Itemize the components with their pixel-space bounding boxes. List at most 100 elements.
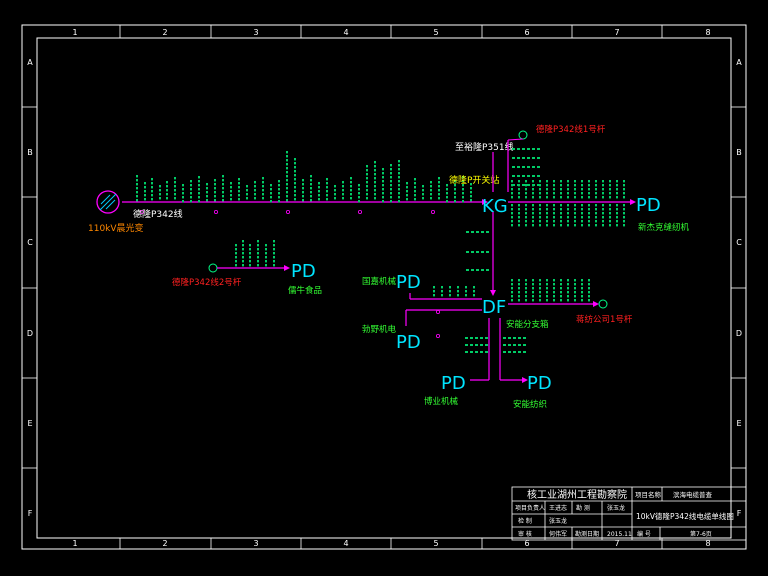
- grid-col-label-top: 5: [433, 28, 438, 37]
- kg-df-pole-marker: [481, 251, 484, 253]
- main-bus-pole-marker: [214, 183, 216, 186]
- right-bus-pole-marker: [560, 220, 562, 223]
- main-bus-pole-marker: [390, 164, 392, 167]
- right-bus-pole-marker: [525, 184, 527, 187]
- kg-label: KG: [482, 196, 508, 217]
- right-bus-pole-marker: [553, 180, 555, 183]
- main-bus-pole-marker: [222, 199, 224, 202]
- df-left-pole-marker: [449, 286, 451, 289]
- right-bus-pole-marker: [546, 208, 548, 211]
- main-bus-pole-marker: [198, 184, 200, 187]
- right-bus-pole-marker: [602, 204, 604, 207]
- branch1-pole-marker: [537, 166, 540, 168]
- main-bus-pole-marker: [206, 183, 208, 186]
- right-bus-pole-marker: [588, 192, 590, 195]
- main-bus-pole-marker: [342, 185, 344, 188]
- right-bus-pole-marker: [532, 204, 534, 207]
- branch2-pole-marker: [235, 256, 237, 259]
- main-bus-pole-marker: [406, 186, 408, 189]
- right-bus-pole-marker: [511, 184, 513, 187]
- main-bus-pole-marker: [310, 187, 312, 190]
- main-bus-pole-marker: [390, 196, 392, 199]
- main-bus-pole-marker: [136, 187, 138, 190]
- main-bus-pole-marker: [166, 189, 168, 192]
- main-bus-pole-marker: [454, 200, 456, 203]
- branch2-pole-marker: [235, 264, 237, 267]
- df-right-pole-marker: [546, 279, 548, 282]
- main-bus-pole-marker: [454, 192, 456, 195]
- right-bus-pole-marker: [581, 212, 583, 215]
- right-bus-pole-marker: [602, 224, 604, 227]
- right-bus-pole-marker: [581, 184, 583, 187]
- right-bus-pole-marker: [511, 224, 513, 227]
- main-bus-pole-marker: [286, 159, 288, 162]
- main-bus-pole-marker: [238, 186, 240, 189]
- right-bus-pole-marker: [609, 180, 611, 183]
- branch2-pole-marker: [242, 248, 244, 251]
- main-bus-pole-marker: [374, 169, 376, 172]
- branch2-pole-marker: [265, 248, 267, 251]
- df-left-pole-marker: [457, 286, 459, 289]
- kg-df-pole-marker: [476, 231, 479, 233]
- right-bus-pole-marker: [602, 208, 604, 211]
- main-bus-pole-marker: [414, 178, 416, 181]
- grid-col-label-bottom: 1: [72, 539, 77, 548]
- right-bus-pole-marker: [574, 188, 576, 191]
- main-bus-pole-marker: [206, 187, 208, 190]
- main-bus-pole-marker: [302, 199, 304, 202]
- df-right-pole-marker: [525, 283, 527, 286]
- main-bus-pole-marker: [294, 174, 296, 177]
- main-bus-pole-marker: [151, 178, 153, 181]
- df-right-pole-marker: [518, 279, 520, 282]
- pd-anneng: PD: [527, 373, 552, 394]
- main-bus-pole-marker: [438, 197, 440, 200]
- main-bus-pole-marker: [166, 185, 168, 188]
- yongfang-pole-circle: [598, 299, 608, 309]
- right-bus-pole-marker: [623, 224, 625, 227]
- right-bus-pole-marker: [539, 216, 541, 219]
- branch1-pole-marker: [512, 166, 515, 168]
- branch2-pole-marker: [257, 256, 259, 259]
- pd-guojia: PD: [396, 272, 421, 293]
- main-bus-pole-marker: [222, 183, 224, 186]
- main-bus-pole-marker: [350, 197, 352, 200]
- right-bus-pole-marker: [595, 216, 597, 219]
- grid-row-label-right: D: [736, 329, 742, 338]
- right-bus-pole-marker: [588, 204, 590, 207]
- main-bus-pole-marker: [198, 192, 200, 195]
- branch2-pole-marker: [235, 252, 237, 255]
- df-right-pole-marker: [560, 279, 562, 282]
- main-bus-pole-marker: [430, 185, 432, 188]
- right-bus-pole-marker: [616, 180, 618, 183]
- df-down-pole-marker: [485, 337, 488, 339]
- branch1-pole-marker: [517, 166, 520, 168]
- main-bus-pole-marker: [254, 181, 256, 184]
- branch2-pole-marker: [273, 240, 275, 243]
- main-bus-pole-marker: [366, 189, 368, 192]
- main-bus-pole-marker: [302, 195, 304, 198]
- grid-col-label-bottom: 5: [433, 539, 438, 548]
- df-right-pole-marker: [511, 279, 513, 282]
- main-bus-pole-marker: [454, 180, 456, 183]
- branch2-pole-marker: [273, 244, 275, 247]
- main-bus-pole-marker: [262, 189, 264, 192]
- branch1-pole-link: [507, 138, 524, 141]
- df-right-pole-marker: [539, 283, 541, 286]
- right-bus-pole-marker: [553, 216, 555, 219]
- main-bus-pole-marker: [190, 188, 192, 191]
- right-bus-pole-marker: [588, 188, 590, 191]
- main-bus-pole-marker: [374, 161, 376, 164]
- substation-label: 110kV晨光变: [88, 222, 144, 234]
- main-bus-pole-marker: [198, 196, 200, 199]
- main-bus-pole-marker: [342, 181, 344, 184]
- df-down-pole-marker: [470, 344, 473, 346]
- branch2-pole-marker: [249, 248, 251, 251]
- right-bus-pole-marker: [616, 208, 618, 211]
- right-bus-pole-marker: [511, 212, 513, 215]
- right-bus-pole-marker: [518, 192, 520, 195]
- branch2-pole-marker: [249, 260, 251, 263]
- branch1-pole-marker: [517, 175, 520, 177]
- main-bus-pole-marker: [382, 168, 384, 171]
- right-bus-pole-marker: [511, 216, 513, 219]
